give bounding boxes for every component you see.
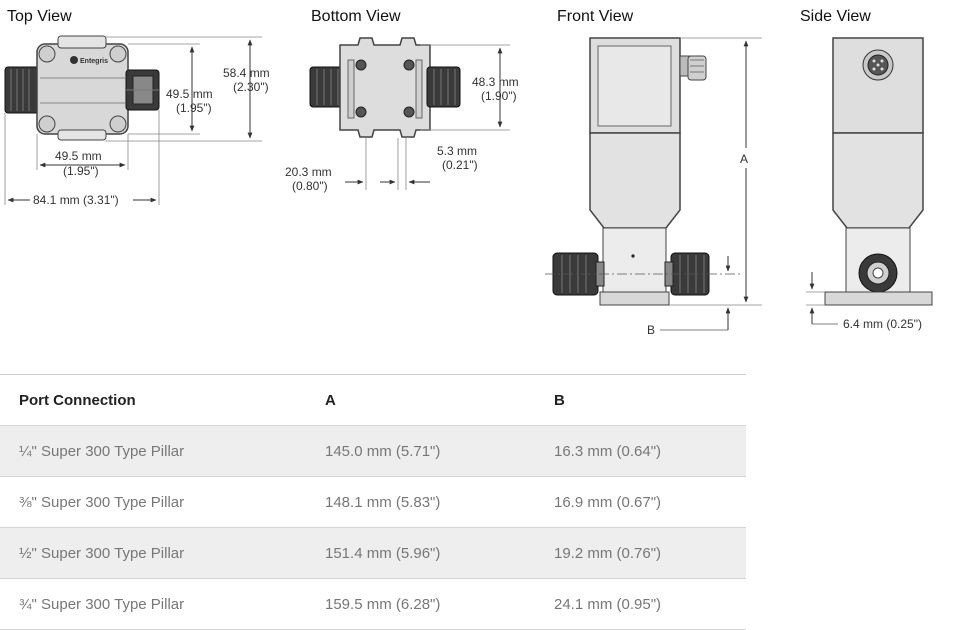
- dimension-b-cell: 16.3 mm (0.64"): [536, 425, 746, 477]
- port-connection-cell: ⅜" Super 300 Type Pillar: [0, 476, 302, 528]
- logo-text: Entegris: [80, 58, 108, 65]
- top-view-title: Top View: [7, 8, 72, 25]
- table-row: ⅜" Super 300 Type Pillar 148.1 mm (5.83"…: [0, 476, 746, 528]
- logo-icon: [70, 56, 78, 64]
- table-row: ¾" Super 300 Type Pillar 159.5 mm (6.28"…: [0, 578, 746, 630]
- dimension-b-cell: 19.2 mm (0.76"): [536, 527, 746, 579]
- port-connection-cell: ½" Super 300 Type Pillar: [0, 527, 302, 579]
- dimension-b-cell: 24.1 mm (0.95"): [536, 578, 746, 630]
- top-inner-height-label: 49.5 mm: [166, 87, 213, 101]
- side-view-drawing: [806, 37, 933, 325]
- header-a: A: [302, 374, 536, 426]
- top-view-drawing: Entegris: [4, 35, 262, 205]
- header-port-connection: Port Connection: [0, 374, 302, 426]
- side-view-title: Side View: [800, 8, 871, 25]
- bottom-offset-label: 20.3 mm: [285, 165, 332, 179]
- dimension-drawings: Entegris 58.4 mm (2.30") 49.5 mm (1.95")…: [4, 35, 933, 337]
- top-overall-width-label: 84.1 mm (3.31"): [33, 193, 119, 207]
- top-left-connector: [4, 66, 40, 114]
- front-dimension-a-label: A: [740, 152, 748, 166]
- top-right-connector: [125, 69, 160, 111]
- top-height-inch-label: (2.30"): [233, 80, 269, 94]
- header-b: B: [536, 374, 746, 426]
- dimension-a-cell: 148.1 mm (5.83"): [302, 476, 536, 528]
- top-inner-height-inch-label: (1.95"): [176, 101, 212, 115]
- top-inner-width-label: 49.5 mm: [55, 149, 102, 163]
- front-view-title: Front View: [557, 8, 634, 25]
- table-header-row: Port Connection A B: [0, 374, 746, 426]
- bottom-gap-inch-label: (0.21"): [442, 158, 478, 172]
- front-dimension-b-label: B: [647, 323, 655, 337]
- port-connection-table: Port Connection A B ¼" Super 300 Type Pi…: [0, 374, 746, 630]
- bottom-height-inch-label: (1.90"): [481, 89, 517, 103]
- dimension-b-cell: 16.9 mm (0.67"): [536, 476, 746, 528]
- bottom-offset-inch-label: (0.80"): [292, 179, 328, 193]
- bottom-view-title: Bottom View: [311, 8, 401, 25]
- bottom-view-drawing: [309, 37, 510, 190]
- dimension-a-cell: 159.5 mm (6.28"): [302, 578, 536, 630]
- table-row: ½" Super 300 Type Pillar 151.4 mm (5.96"…: [0, 527, 746, 579]
- port-connection-cell: ¾" Super 300 Type Pillar: [0, 578, 302, 630]
- top-height-label: 58.4 mm: [223, 66, 270, 80]
- bottom-height-label: 48.3 mm: [472, 75, 519, 89]
- dimension-a-cell: 151.4 mm (5.96"): [302, 527, 536, 579]
- port-connection-cell: ¼" Super 300 Type Pillar: [0, 425, 302, 477]
- side-base-label: 6.4 mm (0.25"): [843, 317, 922, 331]
- top-inner-width-inch-label: (1.95"): [63, 164, 99, 178]
- table-row: ¼" Super 300 Type Pillar 145.0 mm (5.71"…: [0, 425, 746, 477]
- dimension-a-cell: 145.0 mm (5.71"): [302, 425, 536, 477]
- bottom-gap-label: 5.3 mm: [437, 144, 477, 158]
- front-view-drawing: [545, 37, 762, 331]
